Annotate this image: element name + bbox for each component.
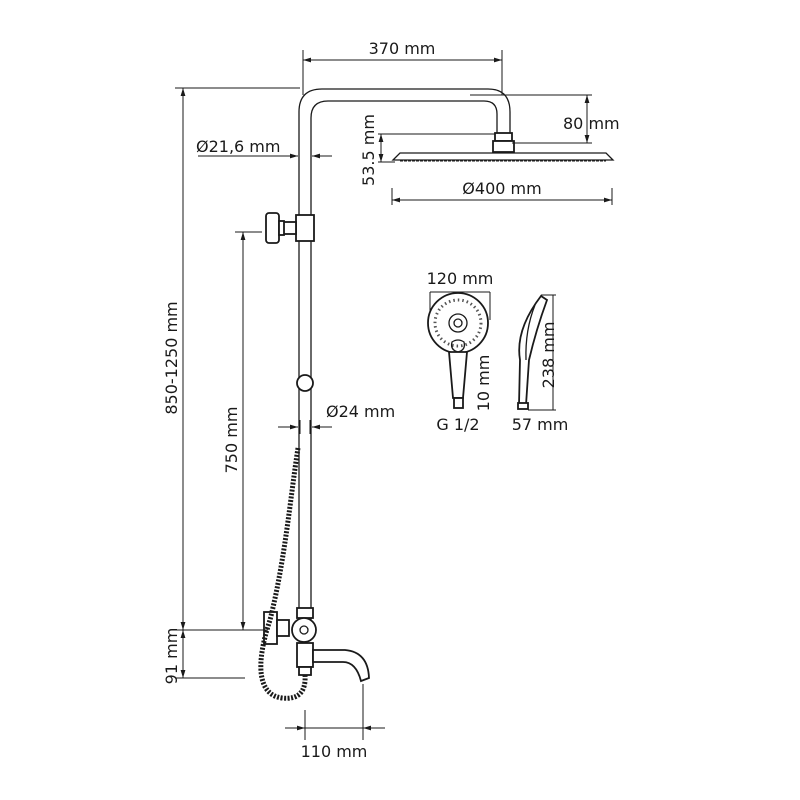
hand-shower-side xyxy=(517,294,556,411)
pipe-diameter-top-label: Ø21,6 mm xyxy=(196,137,280,156)
pipe-diameter-lower-label: Ø24 mm xyxy=(326,402,395,421)
hand-shower-holder xyxy=(265,212,315,244)
bath-mixer xyxy=(263,607,370,683)
hand-shower-depth-label: 57 mm xyxy=(512,415,569,434)
mixer-offset-label: 91 mm xyxy=(162,628,181,685)
spout-length-label: 110 mm xyxy=(301,742,368,761)
head-height-label: 53.5 mm xyxy=(359,114,378,186)
hand-shower-front xyxy=(427,291,491,409)
slide-rail-knob xyxy=(296,374,314,392)
thread-label: G 1/2 xyxy=(436,415,479,434)
rain-shower-head xyxy=(391,132,615,162)
arm-drop-label: 80 mm xyxy=(563,114,620,133)
hand-shower-length-label: 238 mm xyxy=(539,322,558,389)
arm-length-label: 370 mm xyxy=(369,39,436,58)
hand-shower-width-label: 120 mm xyxy=(427,269,494,288)
shower-riser-pipe xyxy=(298,88,511,620)
hand-shower-neck-label: 10 mm xyxy=(474,355,493,412)
dimension-lines xyxy=(175,50,613,740)
holder-height-label: 750 mm xyxy=(222,407,241,474)
shower-hose xyxy=(258,447,308,701)
head-diameter-label: Ø400 mm xyxy=(462,179,541,198)
total-height-label: 850-1250 mm xyxy=(162,301,181,414)
